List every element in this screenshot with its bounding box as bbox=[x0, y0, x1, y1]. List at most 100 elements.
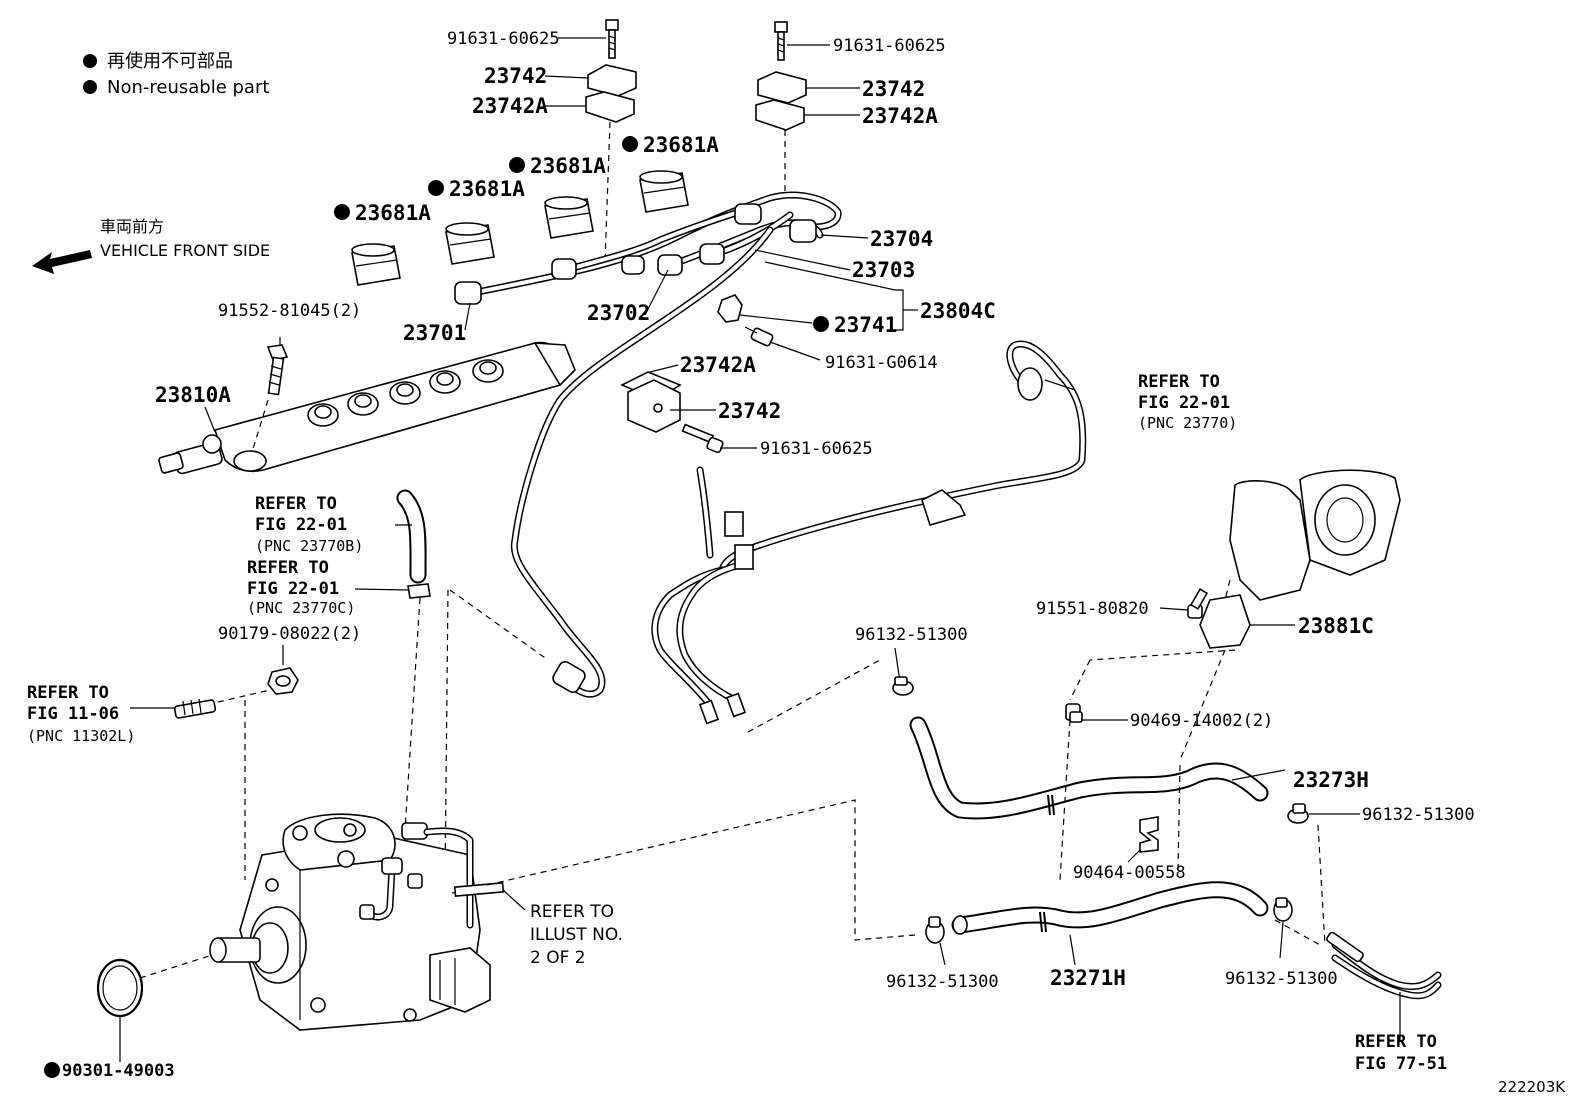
label-bolt-g0614: 91631-G0614 bbox=[825, 353, 938, 373]
refer-fig-1106-line1: REFER TO bbox=[27, 683, 109, 703]
non-reusable-dot-icon bbox=[83, 80, 97, 94]
supply-pump: REFER TO ILLUST NO. 2 OF 2 bbox=[139, 813, 623, 1031]
legend-jp: 再使用不可部品 bbox=[107, 51, 233, 72]
front-arrow-icon bbox=[32, 250, 92, 274]
non-reusable-dot-icon bbox=[622, 136, 638, 152]
refer-fig-1106-line3: (PNC 11302L) bbox=[27, 727, 135, 745]
label-clamp-90469: 90469-14002(2) bbox=[1130, 711, 1273, 731]
pipe-nut-icon bbox=[734, 203, 762, 225]
clamp-90469-group: 90469-14002(2) bbox=[1065, 703, 1273, 731]
refer-illust-line1: REFER TO bbox=[530, 902, 614, 922]
clamp-lower-icon bbox=[585, 91, 635, 123]
clamp-group-right: 91631-60625 23742 23742A bbox=[755, 21, 946, 195]
vehicle-front-jp: 車両前方 bbox=[100, 217, 164, 236]
clamp-upper-icon bbox=[587, 64, 637, 97]
clamp-lower-icon bbox=[755, 99, 805, 131]
seals: 23681A 23681A 23681A 23681A bbox=[334, 133, 719, 286]
pipe-bracket-icon bbox=[724, 511, 744, 537]
bolt-icon bbox=[744, 326, 774, 347]
stud-icon bbox=[173, 698, 217, 719]
bolt-icon bbox=[605, 19, 619, 59]
refer-fig-7751-line1: REFER TO bbox=[1355, 1032, 1437, 1052]
label-hose-lower: 23271H bbox=[1050, 966, 1126, 990]
label-bolt-bracket: 91551-80820 bbox=[1036, 599, 1149, 619]
label-pipe-23704: 23704 bbox=[870, 227, 933, 251]
label-pipe-23701: 23701 bbox=[403, 321, 466, 345]
clamp-icon bbox=[1065, 703, 1083, 723]
hose-clip-icon bbox=[1287, 803, 1309, 824]
pipe-nut-icon bbox=[657, 254, 683, 276]
pipe-nut-icon bbox=[621, 255, 645, 275]
return-pipe-assembly: REFER TO FIG 22-01 (PNC 23770) bbox=[651, 340, 1237, 733]
pipe-clamp-icon bbox=[921, 489, 967, 526]
pipe-nut-icon bbox=[699, 243, 725, 265]
bracket-group: 23881C 91551-80820 bbox=[1036, 469, 1401, 761]
refer-fig-2201-a-line2: FIG 22-01 bbox=[1138, 393, 1230, 413]
rail-mount-icon bbox=[233, 450, 267, 472]
hose-clip-bottom-right-group: 96132-51300 bbox=[1225, 897, 1338, 989]
refer-fig-2201-a-line3: (PNC 23770) bbox=[1138, 414, 1237, 432]
vehicle-front-indicator: 車両前方 VEHICLE FRONT SIDE bbox=[32, 217, 270, 274]
label-seal-2: 23681A bbox=[449, 177, 525, 201]
hose-clip-top-group: 96132-51300 bbox=[855, 625, 968, 696]
refer-fig-2201-c-line2: FIG 22-01 bbox=[247, 579, 339, 599]
clip-90464-group: 90464-00558 bbox=[1073, 816, 1186, 883]
nut-icon bbox=[267, 667, 299, 695]
label-clamp-right-a: 23742A bbox=[862, 104, 938, 128]
refer-illust-line2: ILLUST NO. bbox=[530, 925, 623, 945]
pump-valve-icon bbox=[429, 947, 491, 1013]
bolt-icon bbox=[266, 344, 289, 396]
fuel-rail: 91552-81045(2) 23810A bbox=[155, 301, 576, 475]
label-pipe-23702: 23702 bbox=[587, 301, 650, 325]
label-hose-upper: 23273H bbox=[1293, 768, 1369, 792]
refer-fig-2201-a-line1: REFER TO bbox=[1138, 372, 1220, 392]
pipe-bracket-icon bbox=[734, 544, 754, 570]
label-bolt-top-left: 91631-60625 bbox=[447, 29, 560, 49]
rail-body-icon bbox=[213, 341, 573, 472]
pipe-end-icon bbox=[698, 699, 720, 725]
legend: 再使用不可部品 Non-reusable part bbox=[83, 51, 269, 98]
rail-port-icon bbox=[429, 370, 461, 394]
label-pipe-set: 23804C bbox=[920, 299, 996, 323]
label-seal-3: 23681A bbox=[530, 154, 606, 178]
refer-fig-1106-line2: FIG 11-06 bbox=[27, 704, 119, 724]
pipe-nut-icon bbox=[789, 219, 817, 243]
label-clamp-mid: 23742 bbox=[718, 399, 781, 423]
hose-clip-icon bbox=[892, 676, 914, 696]
hose-group: 23273H 23271H bbox=[909, 716, 1369, 990]
seal-icon bbox=[351, 243, 401, 286]
non-reusable-dot-icon bbox=[44, 1062, 60, 1078]
refer-fig-2201-c-line3: (PNC 23770C) bbox=[247, 599, 355, 617]
rail-port-icon bbox=[347, 392, 379, 416]
pump-stud-icon bbox=[453, 882, 505, 897]
hose-clip-bottom-left-group: 96132-51300 bbox=[886, 916, 999, 992]
figure-code: 222203K bbox=[1498, 1078, 1566, 1096]
pump-fitting-icon bbox=[381, 857, 403, 875]
label-hose-clip-right: 96132-51300 bbox=[1362, 805, 1475, 825]
non-reusable-dot-icon bbox=[813, 316, 829, 332]
legend-en: Non-reusable part bbox=[107, 77, 269, 98]
rail-port-icon bbox=[389, 381, 421, 405]
clamp-23741-group: 23741 91631-G0614 bbox=[717, 294, 938, 373]
vehicle-front-en: VEHICLE FRONT SIDE bbox=[100, 241, 270, 260]
oring-icon bbox=[96, 958, 144, 1018]
bracket-icon bbox=[1199, 594, 1251, 649]
seal-icon bbox=[639, 170, 689, 213]
label-hose-clip-bottom-left: 96132-51300 bbox=[886, 972, 999, 992]
hose-clip-icon bbox=[407, 583, 431, 599]
label-bracket: 23881C bbox=[1298, 614, 1374, 638]
label-clamp-23741: 23741 bbox=[834, 313, 897, 337]
pipe-end-icon bbox=[1326, 931, 1364, 963]
nut-stud-group: 90179-08022(2) REFER TO FIG 11-06 (PNC 1… bbox=[27, 624, 361, 880]
label-seal-4: 23681A bbox=[643, 133, 719, 157]
rail-port-icon bbox=[472, 359, 504, 383]
seal-icon bbox=[544, 196, 594, 239]
label-clamp-mid-a: 23742A bbox=[680, 353, 756, 377]
seal-icon bbox=[445, 222, 495, 265]
injection-pipes: 23704 23703 23702 23701 23804C bbox=[403, 191, 996, 698]
pipe-nut-icon bbox=[454, 281, 482, 305]
bolt-icon bbox=[681, 423, 724, 454]
clamp-group-left: 91631-60625 23742 23742A bbox=[447, 19, 637, 263]
label-clamp-left-a: 23742A bbox=[472, 94, 548, 118]
